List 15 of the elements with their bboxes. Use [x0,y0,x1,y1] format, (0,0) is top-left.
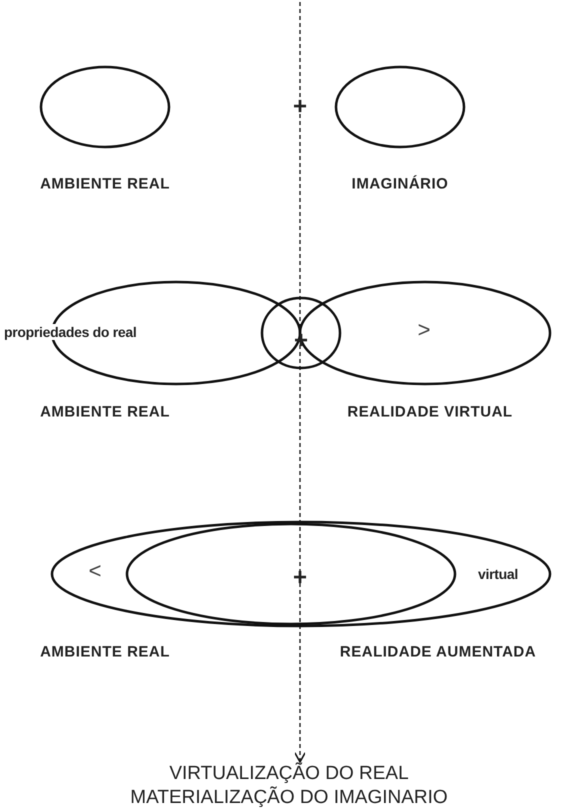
arrow [294,2,306,763]
plus-sign: + [293,93,307,121]
plus-sign: + [293,564,307,592]
caption-label: AMBIENTE REAL [40,644,170,660]
caption-text: MATERIALIZAÇÃO DO IMAGINARIO [129,786,449,810]
region-label: propriedades do real [3,324,138,340]
less-than-sign: < [88,558,102,584]
region-label: virtual [478,566,518,582]
caption-label: AMBIENTE REAL [40,404,170,420]
caption-label: REALIDADE VIRTUAL [347,404,513,420]
caption-label: IMAGINÁRIO [352,176,448,192]
caption-label: AMBIENTE REAL [40,176,170,192]
caption-label: REALIDADE AUMENTADA [340,644,536,660]
greater-than-sign: > [418,317,430,343]
caption-text: VIRTUALIZAÇÃO DO REAL [168,762,410,786]
